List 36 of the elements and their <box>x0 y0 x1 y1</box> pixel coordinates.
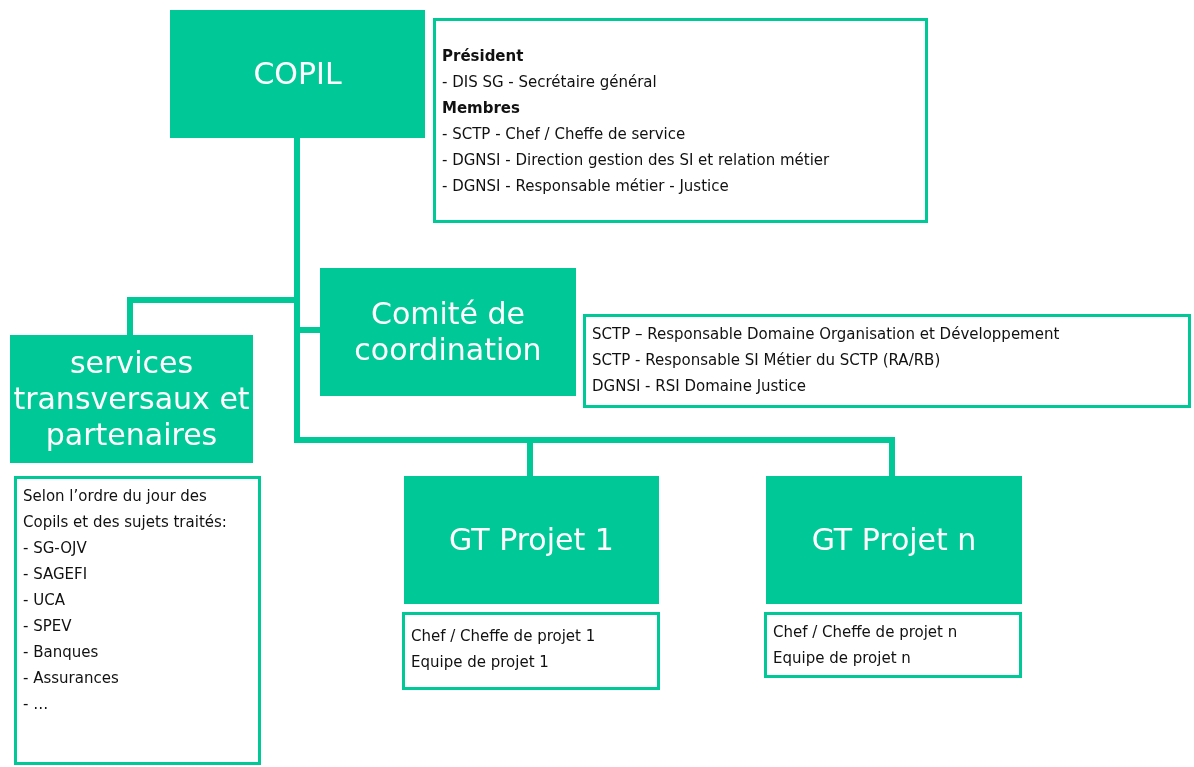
list-item: - DGNSI - Direction gestion des SI et relation métier <box>442 150 830 171</box>
list-item: - UCA <box>23 590 65 611</box>
project-box <box>404 476 659 604</box>
list-item: Chef / Cheffe de projet 1 <box>411 626 596 647</box>
list-box <box>14 476 261 765</box>
box-title: COPIL <box>253 56 342 92</box>
box-title: Comité de coordination <box>353 296 543 368</box>
section-heading: Président <box>442 46 524 67</box>
members-box <box>764 612 1022 678</box>
committee-box <box>320 268 576 396</box>
box-title: GT Projet 1 <box>449 522 614 558</box>
group-box <box>10 335 253 463</box>
list-item: Equipe de projet n <box>773 648 911 669</box>
list-item: Selon l’ordre du jour des Copils et des sujets traités: <box>23 486 228 533</box>
box-title: services transversaux et partenaires <box>12 345 251 453</box>
list-item: - DGNSI - Responsable métier - Justice <box>442 176 729 197</box>
section-heading: Membres <box>442 98 520 119</box>
members-box <box>583 314 1191 408</box>
list-item: - … <box>23 694 49 715</box>
list-item: SCTP - Responsable SI Métier du SCTP (RA/RB) <box>592 350 941 371</box>
list-item: DGNSI - RSI Domaine Justice <box>592 376 806 397</box>
list-item: - SAGEFI <box>23 564 88 585</box>
list-item: Chef / Cheffe de projet n <box>773 622 958 643</box>
project-box <box>766 476 1022 604</box>
committee-box <box>170 10 425 138</box>
list-item: - SCTP - Chef / Cheffe de service <box>442 124 686 145</box>
list-item: SCTP – Responsable Domaine Organisation et Développement <box>592 324 1060 345</box>
list-item: - SG-OJV <box>23 538 87 559</box>
members-box <box>433 18 928 223</box>
list-item: - Assurances <box>23 668 119 689</box>
list-item: - DIS SG - Secrétaire général <box>442 72 657 93</box>
members-box <box>402 612 660 690</box>
list-item: Equipe de projet 1 <box>411 652 549 673</box>
list-item: - SPEV <box>23 616 72 637</box>
list-item: - Banques <box>23 642 99 663</box>
box-title: GT Projet n <box>811 522 977 558</box>
